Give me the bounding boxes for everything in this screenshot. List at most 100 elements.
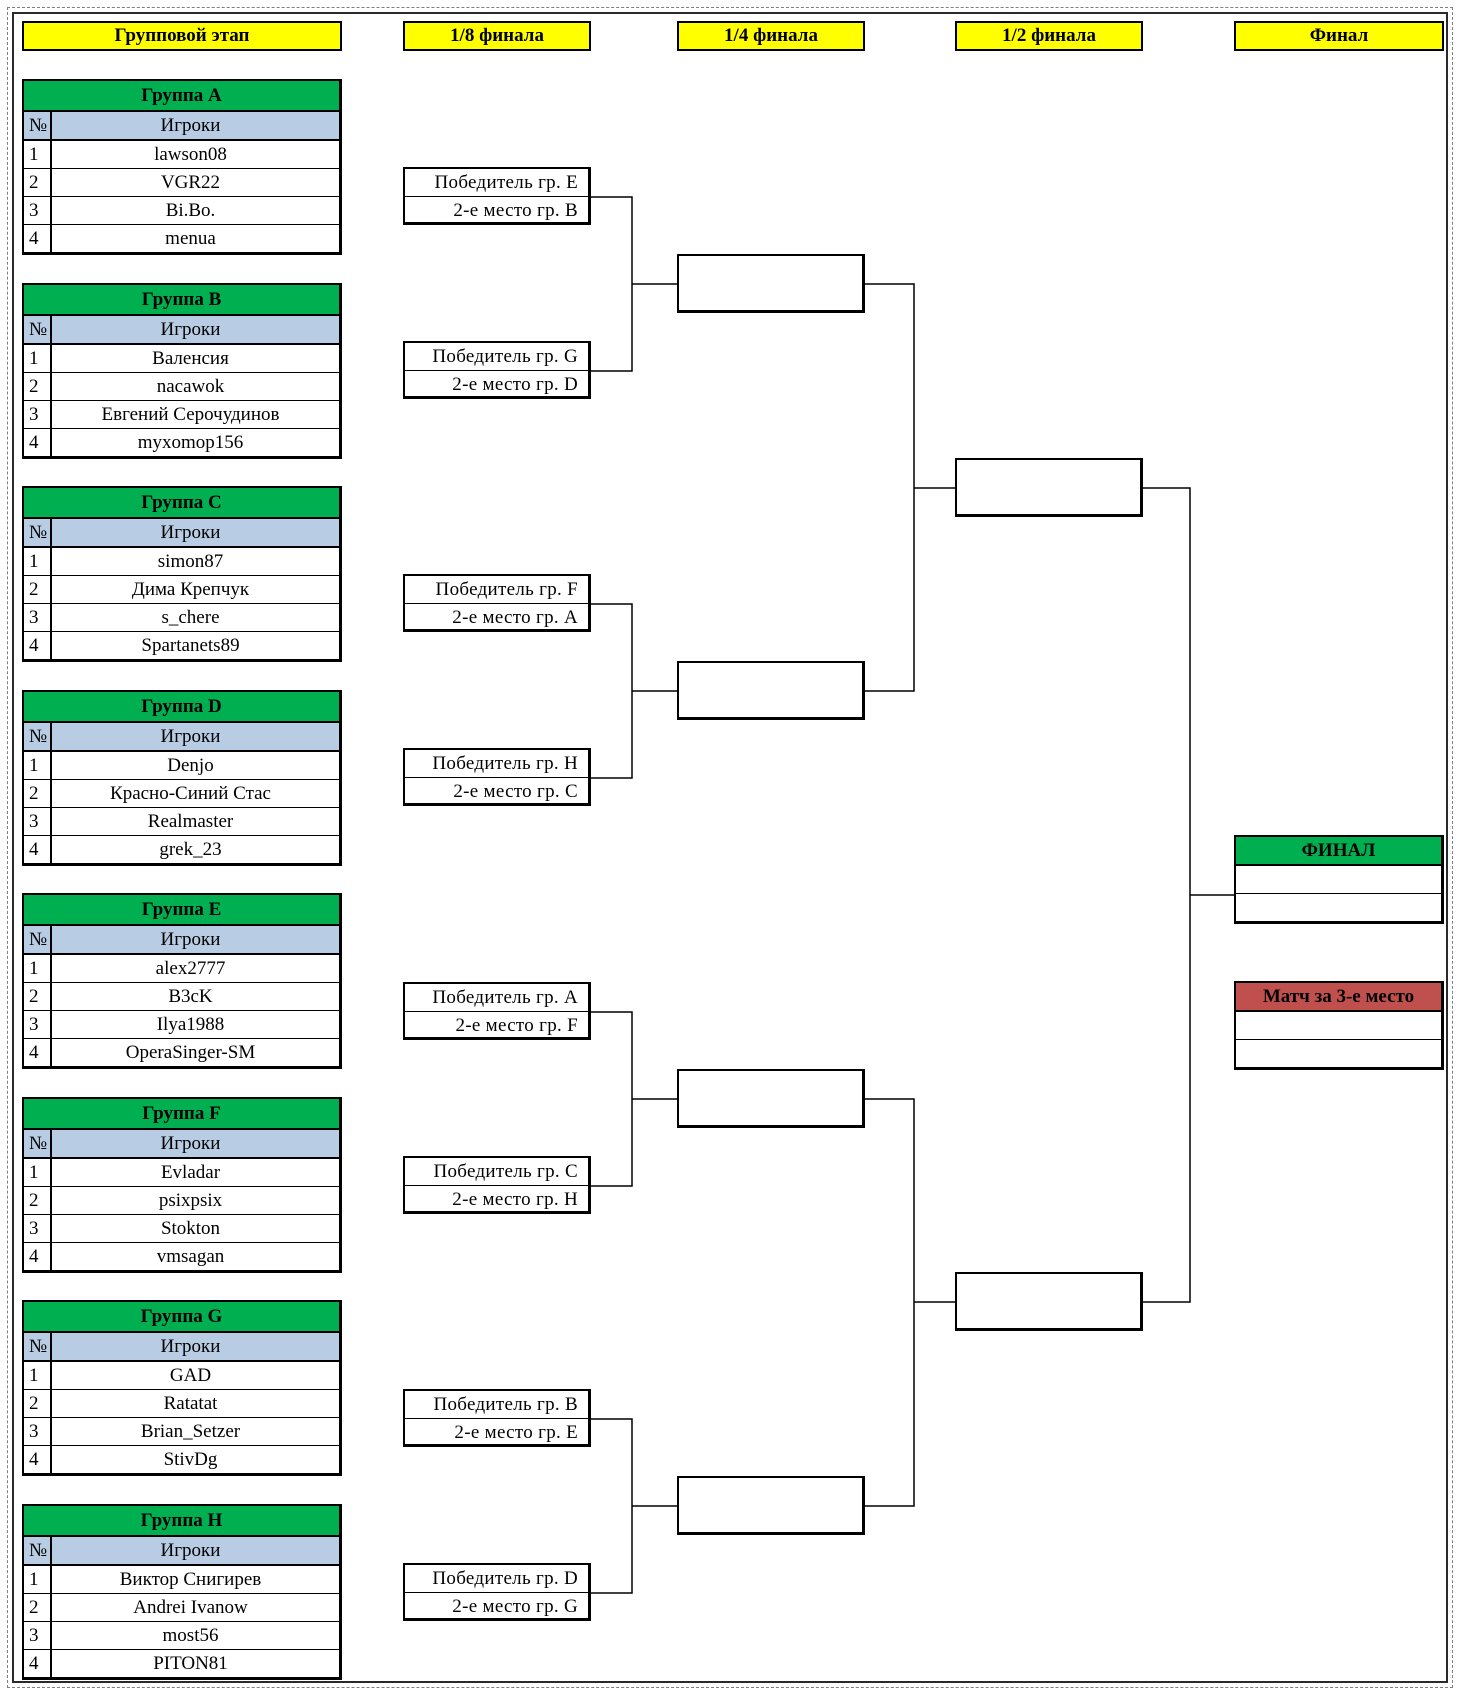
player-name: vmsagan	[156, 1246, 225, 1267]
player-name: B3cK	[168, 986, 213, 1007]
r16-slot-bottom: 2-е место гр. G	[452, 1596, 578, 1617]
sf-match-1	[955, 458, 1143, 517]
r16-slot-top: Победитель гр. G	[405, 343, 588, 371]
r16-match-5: Победитель гр. A 2-е место гр. F	[403, 982, 591, 1040]
player-name: Stokton	[160, 1218, 221, 1239]
r16-slot-top: Победитель гр. D	[405, 1565, 588, 1593]
header-semifinals: 1/2 финала	[955, 21, 1143, 51]
group-title: Группа B	[24, 285, 339, 316]
r16-slot-top: Победитель гр. H	[405, 750, 588, 778]
num-header: №	[24, 926, 52, 953]
r16-match-1: Победитель гр. E 2-е место гр. B	[403, 167, 591, 225]
sf-match-2	[955, 1272, 1143, 1331]
player-name: VGR22	[160, 172, 221, 193]
num-header: №	[24, 1537, 52, 1564]
third-place-match: Матч за 3-е место	[1234, 981, 1444, 1070]
header-quarterfinals: 1/4 финала	[677, 21, 865, 51]
player-name: StivDg	[163, 1449, 218, 1470]
players-header: Игроки	[160, 115, 221, 136]
group-title: Группа H	[24, 1506, 339, 1537]
group-title: Группа E	[24, 895, 339, 926]
player-name: GAD	[169, 1365, 212, 1386]
r16-slot-top: Победитель гр. E	[405, 169, 588, 197]
player-name: Denjo	[167, 755, 214, 776]
player-name: myxomop156	[137, 432, 244, 453]
r16-slot-top: Победитель гр. B	[405, 1391, 588, 1419]
players-header: Игроки	[160, 522, 221, 543]
third-place-slot-1	[1236, 1012, 1441, 1039]
r16-match-4: Победитель гр. H 2-е место гр. C	[403, 748, 591, 806]
qf-match-4	[677, 1476, 865, 1535]
player-name: Красно-Синий Стас	[110, 783, 271, 804]
player-name: OperaSinger-SM	[125, 1042, 256, 1063]
player-name: grek_23	[159, 839, 222, 860]
r16-slot-bottom: 2-е место гр. A	[452, 607, 578, 628]
num-header: №	[24, 519, 52, 546]
r16-match-7: Победитель гр. B 2-е место гр. E	[403, 1389, 591, 1447]
player-name: Валенсия	[152, 348, 229, 369]
r16-match-6: Победитель гр. C 2-е место гр. H	[403, 1156, 591, 1214]
qf-match-3	[677, 1069, 865, 1128]
group-title: Группа C	[24, 488, 339, 519]
players-header: Игроки	[160, 726, 221, 747]
final-title: ФИНАЛ	[1236, 837, 1441, 866]
player-name: Евгений Серочудинов	[101, 404, 280, 425]
final-slot-1	[1236, 866, 1441, 893]
num-header: №	[24, 1130, 52, 1157]
player-name: lawson08	[154, 144, 227, 165]
num-header: №	[24, 723, 52, 750]
r16-slot-bottom: 2-е место гр. D	[452, 374, 578, 395]
num-header: №	[24, 316, 52, 343]
players-header: Игроки	[160, 1336, 221, 1357]
group-title: Группа G	[24, 1302, 339, 1333]
r16-slot-bottom: 2-е место гр. C	[453, 781, 578, 802]
final-slot-2	[1236, 893, 1441, 921]
r16-slot-bottom: 2-е место гр. H	[452, 1189, 578, 1210]
qf-match-2	[677, 661, 865, 720]
player-name: Andrei Ivanow	[133, 1597, 248, 1618]
players-header: Игроки	[160, 1133, 221, 1154]
r16-slot-bottom: 2-е место гр. E	[454, 1422, 578, 1443]
group-title: Группа F	[24, 1099, 339, 1130]
r16-slot-bottom: 2-е место гр. B	[453, 200, 578, 221]
header-final: Финал	[1234, 21, 1444, 51]
player-name: Ilya1988	[156, 1014, 225, 1035]
player-name: s_chere	[161, 607, 220, 628]
player-name: nacawok	[156, 376, 225, 397]
player-name: psixpsix	[158, 1190, 223, 1211]
player-name: simon87	[157, 551, 224, 572]
r16-slot-top: Победитель гр. C	[405, 1158, 588, 1186]
r16-match-8: Победитель гр. D 2-е место гр. G	[403, 1563, 591, 1621]
player-name: Ratatat	[163, 1393, 218, 1414]
group-title: Группа D	[24, 692, 339, 723]
r16-slot-top: Победитель гр. A	[405, 984, 588, 1012]
player-name: Brian_Setzer	[140, 1421, 241, 1442]
player-name: Realmaster	[147, 811, 234, 832]
header-round-of-16: 1/8 финала	[403, 21, 591, 51]
player-name: alex2777	[155, 958, 226, 979]
player-name: Дима Крепчук	[131, 579, 250, 600]
player-name: most56	[162, 1625, 219, 1646]
num-header: №	[24, 112, 52, 139]
player-name: Bi.Bo.	[165, 200, 216, 221]
player-name: Spartanets89	[141, 635, 240, 656]
r16-slot-top: Победитель гр. F	[405, 576, 588, 604]
qf-match-1	[677, 254, 865, 313]
players-header: Игроки	[160, 1540, 221, 1561]
players-header: Игроки	[160, 929, 221, 950]
r16-match-3: Победитель гр. F 2-е место гр. A	[403, 574, 591, 632]
players-header: Игроки	[160, 319, 221, 340]
header-group-stage: Групповой этап	[22, 21, 342, 51]
final-match: ФИНАЛ	[1234, 835, 1444, 924]
group-title: Группа A	[24, 81, 339, 112]
inner-frame	[12, 12, 1448, 1683]
third-place-title: Матч за 3-е место	[1236, 983, 1441, 1012]
